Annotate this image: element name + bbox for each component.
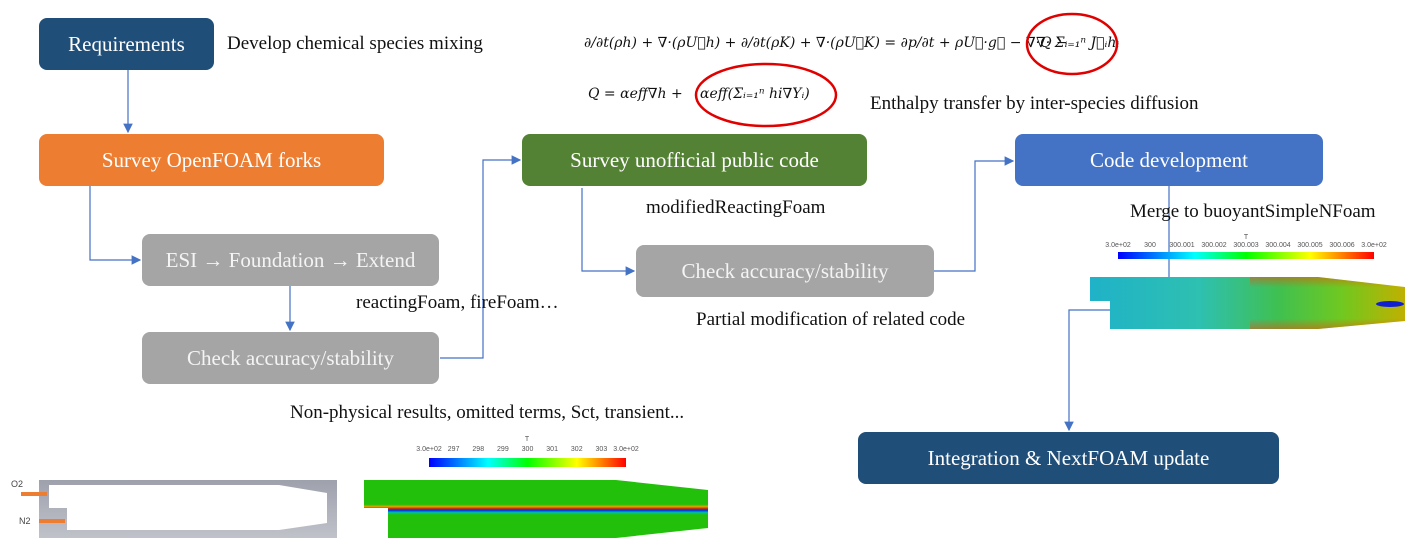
highlight-ellipse-energy (1025, 12, 1119, 76)
colorbar-left-tick-label: 302 (570, 446, 583, 453)
colorbar-right-tick-label: 300.005 (1297, 242, 1323, 249)
geometry-schematic (39, 480, 337, 538)
check-accuracy-box-1-label: Check accuracy/stability (187, 345, 394, 370)
colorbar-left-tick-label: 297 (447, 446, 460, 453)
highlight-ellipse-q (694, 62, 838, 128)
merge-note: Merge to buoyantSimpleNFoam (1130, 201, 1376, 222)
energy-equation-circled-term: ∇· Σᵢ₌₁ⁿ J⃗ᵢhᵢ (1036, 35, 1120, 51)
colorbar-left-tick-label: 300 (521, 446, 534, 453)
reacting-note: reactingFoam, fireFoam… (356, 292, 559, 313)
inlet-arrow-n2-icon (39, 519, 65, 523)
colorbar-right-title: T (1243, 234, 1249, 241)
colorbar-right-tick-label: 300.002 (1201, 242, 1227, 249)
partial-note: Partial modification of related code (696, 309, 966, 330)
integration-box[interactable]: Integration & NextFOAM update (858, 432, 1279, 484)
colorbar-left-tick-label: 3.0e+02 (613, 446, 639, 453)
colorbar-left-tick-label: 303 (595, 446, 608, 453)
inlet-label-o2: O2 (11, 479, 24, 489)
energy-equation: ∂/∂t(ρh) + ∇·(ρU⃗h) + ∂/∂t(ρK) + ∇·(ρU⃗K… (584, 35, 1068, 51)
survey-unofficial-box[interactable]: Survey unofficial public code (522, 134, 867, 186)
survey-forks-box[interactable]: Survey OpenFOAM forks (39, 134, 384, 186)
colorbar-right-tick-label: 300.003 (1233, 242, 1259, 249)
contour-plot-left (364, 480, 710, 538)
colorbar-left-tick-label: 301 (546, 446, 558, 453)
inlet-label-n2: N2 (19, 516, 31, 526)
colorbar-right-tick-label: 300 (1144, 242, 1156, 249)
modified-note: modifiedReactingFoam (646, 197, 826, 218)
colorbar-right-tick-label: 300.004 (1265, 242, 1291, 249)
colorbar-right (1118, 252, 1374, 259)
check-accuracy-box-1[interactable]: Check accuracy/stability (142, 332, 439, 384)
requirements-box-label: Requirements (68, 31, 185, 56)
esi-chain-box-label: ESI → Foundation → Extend (165, 247, 416, 272)
esi-chain-box[interactable]: ESI → Foundation → Extend (142, 234, 439, 286)
colorbar-left-tick-label: 3.0e+02 (416, 446, 442, 453)
requirements-box[interactable]: Requirements (39, 18, 214, 70)
enthalpy-note: Enthalpy transfer by inter-species diffu… (870, 93, 1199, 114)
colorbar-right-tick-label: 3.0e+02 (1105, 242, 1131, 249)
q-definition: Q = αeff∇h + (588, 86, 683, 102)
check-accuracy-box-2[interactable]: Check accuracy/stability (636, 245, 934, 297)
check-accuracy-box-2-label: Check accuracy/stability (681, 258, 889, 283)
requirements-note: Develop chemical species mixing (227, 33, 483, 54)
integration-box-label: Integration & NextFOAM update (927, 445, 1210, 470)
connector-unofficial-to-check2 (581, 188, 636, 276)
connector-check1-to-unofficial (440, 155, 522, 359)
survey-forks-box-label: Survey OpenFOAM forks (101, 147, 322, 172)
colorbar-left (429, 458, 626, 467)
nonphysical-note: Non-physical results, omitted terms, Sct… (290, 402, 685, 423)
contour-plot-right (1090, 277, 1405, 329)
colorbar-left-tick-label: 298 (472, 446, 485, 453)
survey-unofficial-box-label: Survey unofficial public code (570, 147, 819, 172)
colorbar-right-tick-label: 300.006 (1329, 242, 1355, 249)
colorbar-right-tick-label: 300.001 (1169, 242, 1195, 249)
code-development-box[interactable]: Code development (1015, 134, 1323, 186)
connector-check2-to-codedev (934, 156, 1015, 272)
connector-forks-to-esi (89, 186, 142, 265)
inlet-arrow-o2-icon (21, 492, 47, 496)
q-definition-circled-term: αeff(Σᵢ₌₁ⁿ hi∇Yᵢ) (700, 86, 810, 102)
colorbar-left-title: T (524, 436, 530, 443)
code-development-box-label: Code development (1089, 147, 1249, 172)
colorbar-left-tick-label: 299 (497, 446, 509, 453)
colorbar-right-tick-label: 3.0e+02 (1361, 242, 1387, 249)
